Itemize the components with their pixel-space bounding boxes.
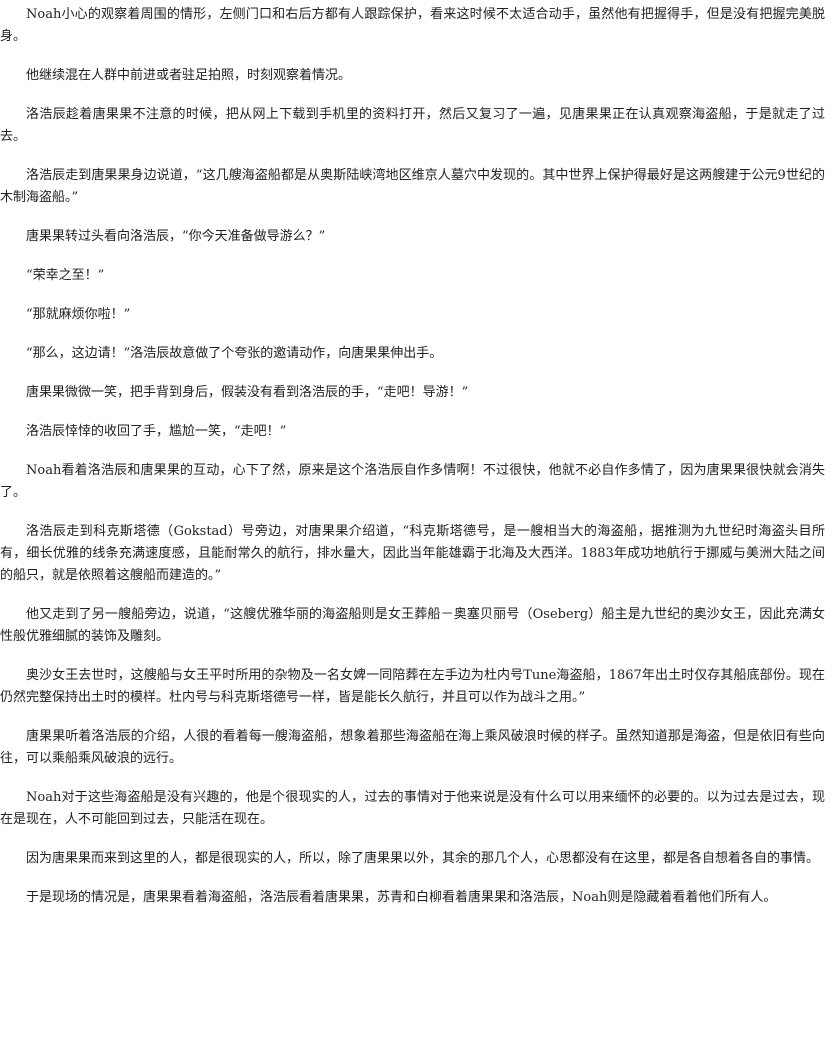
- paragraph-3: 洛浩辰趁着唐果果不注意的时候，把从网上下载到手机里的资料打开，然后又复习了一遍，…: [0, 107, 825, 144]
- paragraph-4: 洛浩辰走到唐果果身边说道，“这几艘海盗船都是从奥斯陆峡湾地区维京人墓穴中发现的。…: [0, 168, 825, 205]
- paragraph-7: “那就麻烦你啦！”: [26, 307, 131, 322]
- paragraph-18: 于是现场的情况是，唐果果看着海盗船，洛浩辰看着唐果果，苏青和白柳看着唐果果和洛浩…: [26, 890, 777, 905]
- paragraph-1: Noah小心的观察着周围的情形，左侧门口和右后方都有人跟踪保护，看来这时候不太适…: [0, 7, 825, 44]
- paragraph-15: 唐果果听着洛浩辰的介绍，人很的看着每一艘海盗船，想象着那些海盗船在海上乘风破浪时…: [0, 729, 825, 766]
- paragraph-14: 奥沙女王去世时，这艘船与女王平时所用的杂物及一名女婢一同陪葬在左手边为杜内号Tu…: [0, 668, 825, 705]
- paragraph-16: Noah对于这些海盗船是没有兴趣的，他是个很现实的人，过去的事情对于他来说是没有…: [0, 790, 825, 827]
- paragraph-6: “荣幸之至！”: [26, 268, 105, 283]
- paragraph-17: 因为唐果果而来到这里的人，都是很现实的人，所以，除了唐果果以外，其余的那几个人，…: [26, 851, 820, 866]
- paragraph-11: Noah看着洛浩辰和唐果果的互动，心下了然，原来是这个洛浩辰自作多情啊！不过很快…: [0, 463, 825, 500]
- paragraph-12: 洛浩辰走到科克斯塔德（Gokstad）号旁边，对唐果果介绍道，“科克斯塔德号，是…: [0, 524, 825, 583]
- paragraph-10: 洛浩辰悻悻的收回了手，尴尬一笑，“走吧！”: [26, 424, 287, 439]
- paragraph-8: “那么，这边请！”洛浩辰故意做了个夸张的邀请动作，向唐果果伸出手。: [26, 346, 443, 361]
- paragraph-9: 唐果果微微一笑，把手背到身后，假装没有看到洛浩辰的手，“走吧！导游！”: [26, 385, 469, 400]
- paragraph-5: 唐果果转过头看向洛浩辰，“你今天准备做导游么？”: [26, 229, 326, 244]
- paragraph-2: 他继续混在人群中前进或者驻足拍照，时刻观察着情况。: [26, 68, 352, 83]
- paragraph-13: 他又走到了另一艘船旁边，说道，“这艘优雅华丽的海盗船则是女王葬船－奥塞贝丽号（O…: [0, 607, 825, 644]
